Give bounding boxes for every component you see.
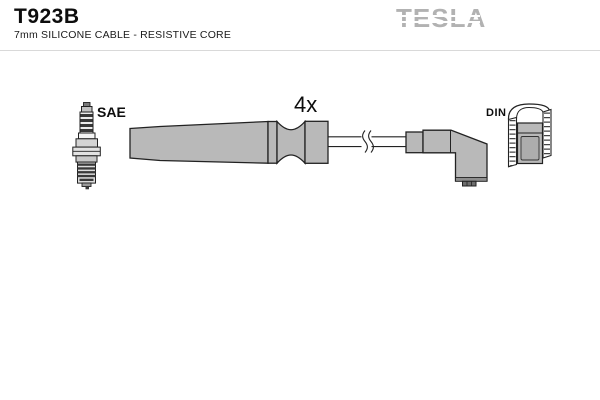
header-divider bbox=[0, 50, 600, 51]
ignition-cable-illustration bbox=[129, 119, 488, 187]
elbow-connector-illustration bbox=[405, 129, 488, 187]
product-subtitle: 7mm SILICONE CABLE - RESISTIVE CORE bbox=[14, 29, 232, 41]
wire-with-break-symbol bbox=[328, 130, 406, 153]
din-connector-illustration bbox=[507, 103, 552, 168]
logo-stripe bbox=[396, 21, 480, 23]
logo-stripe bbox=[396, 15, 480, 17]
tesla-logo: TESLA bbox=[396, 3, 487, 33]
tesla-logo-text: TESLA bbox=[396, 3, 487, 33]
sae-label: SAE bbox=[97, 104, 126, 120]
din-label: DIN bbox=[486, 107, 507, 119]
quantity-label: 4x bbox=[294, 92, 318, 117]
part-number: T923B bbox=[14, 5, 80, 28]
spark-plug-illustration bbox=[72, 102, 101, 190]
